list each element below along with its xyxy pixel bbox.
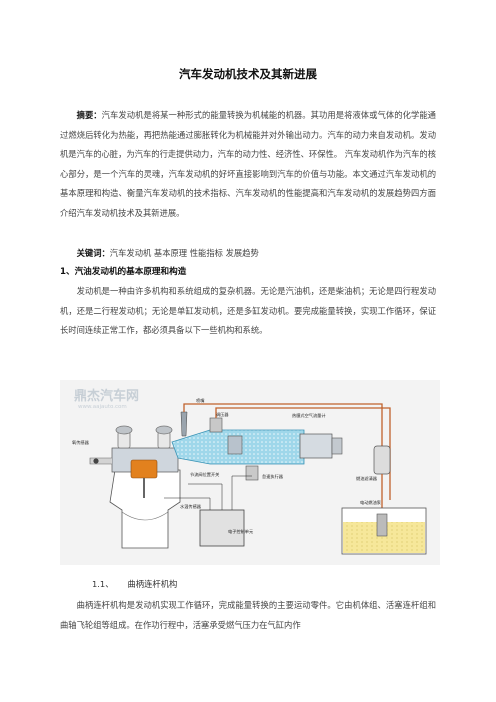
keywords-text: 汽车发动机 基本原理 性能指标 发展趋势: [109, 248, 259, 258]
label-idle-actuator: 怠速执行器: [262, 473, 284, 480]
section-1-heading: 1、汽油发动机的基本原理和构造: [60, 267, 187, 277]
piston: [130, 459, 158, 479]
label-fuel-filter: 燃油滤清器: [356, 475, 378, 482]
throttle-body: [227, 435, 243, 455]
abstract-text: 汽车发动机是将某一种形式的能量转换为机械能的机器。其功用是将液体或气体的化学能通…: [60, 110, 437, 218]
label-throttle-switch: 节流阀位置开关: [190, 471, 219, 478]
exhaust-pipe: [89, 457, 112, 465]
label-oxygen-sensor: 氧传感器: [72, 439, 90, 446]
label-pressure-regulator: 调压器: [216, 411, 229, 418]
document-title: 汽车发动机技术及其新进展: [179, 67, 317, 81]
label-air-flow-meter: 热膜式空气流量计: [292, 412, 326, 419]
air-flow-meter: [299, 433, 333, 459]
electric-fuel-pump: [376, 513, 388, 537]
engine-system-diagram: 鼎杰汽车网 www.aajauto.com: [60, 380, 440, 565]
section-1-1-heading: 1.1、 曲柄连杆机构: [92, 578, 177, 590]
abstract-label: 摘要：: [76, 110, 102, 120]
crankcase-line: [121, 511, 169, 521]
keywords-label: 关键词：: [76, 248, 110, 258]
engine-diagram-svg: 鼎杰汽车网 www.aajauto.com: [60, 380, 440, 565]
section-1-paragraph: 发动机是一种由许多机构和系统组成的复杂机器。无论是汽油机，还是柴油机；无论是四行…: [60, 286, 436, 336]
air-filter: [331, 437, 343, 455]
section-1-1-number: 1.1、: [92, 579, 114, 589]
valve-springs: [115, 425, 173, 449]
watermark-main: 鼎杰汽车网: [74, 388, 139, 404]
fuel-filter: [373, 445, 391, 475]
pressure-regulator: [209, 417, 223, 433]
label-injector: 喷嘴: [196, 397, 205, 404]
abstract-paragraph: 摘要：汽车发动机是将某一种形式的能量转换为机械能的机器。其功用是将液体或气体的化…: [60, 106, 436, 224]
section-1-1-paragraph: 曲柄连杆机构是发动机实现工作循环，完成能量转换的主要运动零件。它由机体组、活塞连…: [60, 600, 436, 630]
section-1-1-title: 曲柄连杆机构: [127, 579, 178, 589]
watermark-url: www.aajauto.com: [78, 404, 127, 410]
control-wires: [164, 475, 252, 510]
fuel-injector: [180, 411, 188, 437]
oxygen-sensor: [93, 458, 99, 464]
ecu-box: [199, 509, 245, 547]
idle-actuator: [245, 465, 259, 481]
label-ecu: 电子控制单元: [228, 528, 253, 535]
label-coolant-sensor: 水温传感器: [180, 503, 202, 510]
keywords-paragraph: 关键词：汽车发动机 基本原理 性能指标 发展趋势: [60, 244, 436, 264]
engine-block: [109, 469, 181, 549]
label-electric-fuel-pump: 电动燃油泵: [360, 499, 381, 506]
